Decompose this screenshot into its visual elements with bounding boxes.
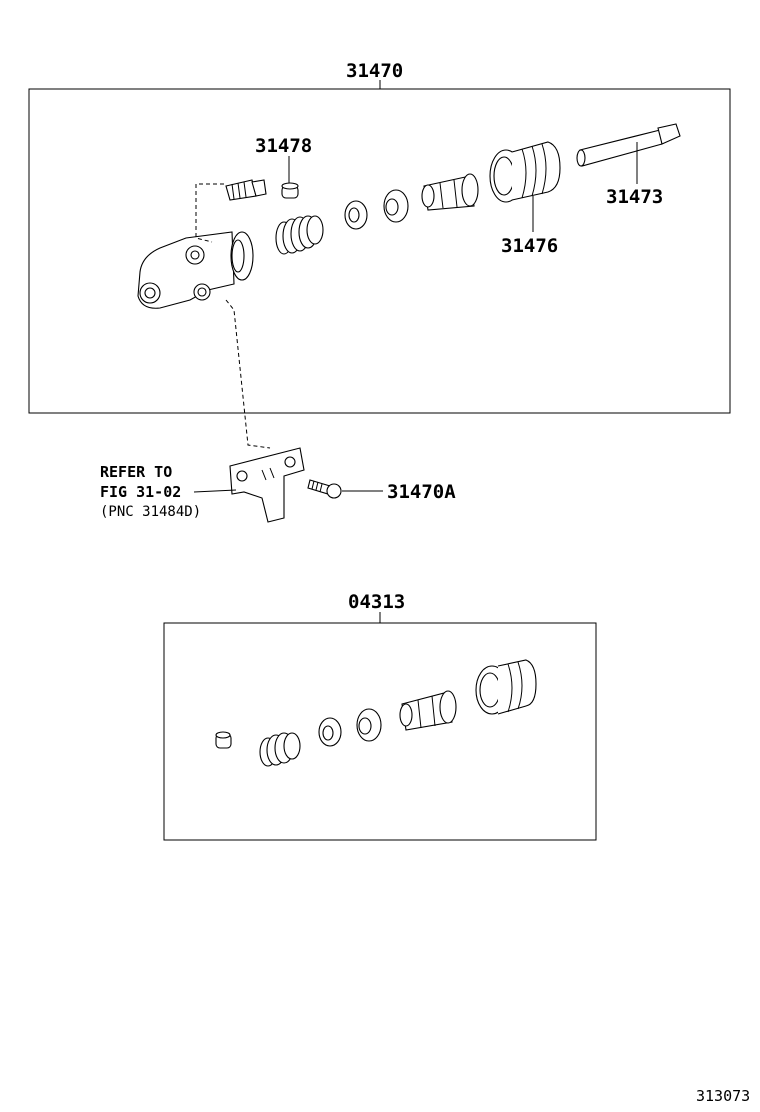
cup-seal[interactable] <box>344 200 368 230</box>
kit-spring[interactable] <box>259 732 301 767</box>
bracket[interactable] <box>229 447 305 523</box>
kit-piston[interactable] <box>399 690 457 731</box>
cylinder-body[interactable] <box>137 231 254 309</box>
bleeder-screw[interactable] <box>225 179 267 201</box>
label-31470[interactable]: 31470 <box>346 60 403 82</box>
kit-boot[interactable] <box>475 659 537 715</box>
label-31470A[interactable]: 31470A <box>387 481 456 503</box>
push-rod[interactable] <box>576 123 681 167</box>
piston[interactable] <box>421 173 479 211</box>
spring[interactable] <box>275 215 324 255</box>
dash-bracket <box>225 299 271 449</box>
label-31473[interactable]: 31473 <box>606 186 663 208</box>
leader-note <box>193 489 237 493</box>
label-31476[interactable]: 31476 <box>501 235 558 257</box>
kit-group: 04313 <box>163 591 597 841</box>
assembly-group: 31470 31478 <box>28 60 731 449</box>
note-line-1: REFER TO <box>100 463 172 481</box>
kit-frame <box>163 622 597 841</box>
label-31478[interactable]: 31478 <box>255 135 312 157</box>
bolt[interactable] <box>307 479 342 499</box>
note-line-3: (PNC 31484D) <box>100 504 201 520</box>
figure-number: 313073 <box>696 1087 750 1105</box>
piston-seal[interactable] <box>383 189 409 223</box>
note-refer: REFER TO FIG 31-02 (PNC 31484D) <box>100 463 237 520</box>
bleeder-cap[interactable] <box>281 182 299 199</box>
kit-cup-seal[interactable] <box>318 717 342 747</box>
note-line-2: FIG 31-02 <box>100 483 181 501</box>
label-04313[interactable]: 04313 <box>348 591 405 613</box>
dash-bleeder <box>195 183 224 243</box>
kit-piston-seal[interactable] <box>356 708 382 742</box>
kit-cap[interactable] <box>215 731 232 749</box>
assembly-frame <box>28 88 731 414</box>
boot[interactable] <box>489 141 561 203</box>
